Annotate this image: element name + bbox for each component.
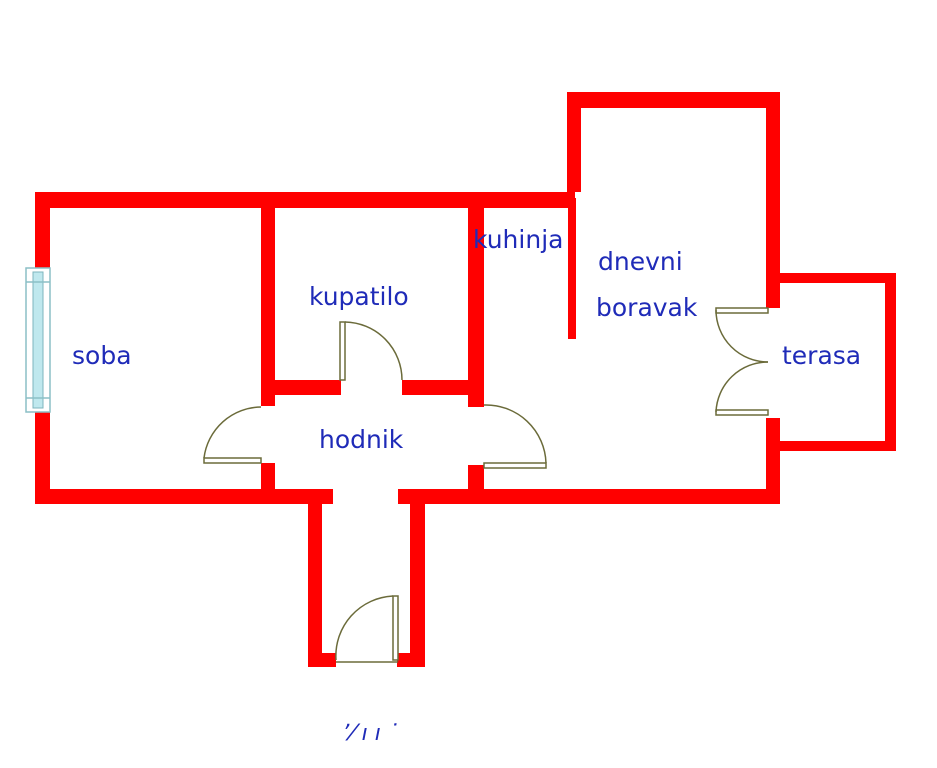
door-entrance bbox=[335, 595, 399, 663]
door-soba bbox=[203, 406, 262, 464]
wall-entry-right bbox=[410, 489, 425, 667]
wall-left-upper bbox=[35, 192, 50, 270]
label-kuhinja: kuhinja bbox=[473, 225, 563, 254]
door-kupatilo bbox=[339, 321, 403, 381]
walls bbox=[35, 92, 896, 667]
door-terrace-upper bbox=[715, 307, 769, 363]
wall-bottom-left bbox=[35, 489, 333, 504]
wall-living-top bbox=[567, 92, 780, 108]
window-soba bbox=[25, 267, 51, 413]
door-terrace-lower bbox=[715, 361, 769, 416]
wall-terrace-right bbox=[885, 273, 896, 451]
label-soba: soba bbox=[72, 341, 132, 370]
wall-soba-right-lower bbox=[261, 463, 275, 504]
label-hodnik: hodnik bbox=[319, 425, 404, 454]
wall-entry-left bbox=[308, 489, 322, 667]
wall-top-main bbox=[35, 192, 575, 208]
wall-left-lower bbox=[35, 400, 50, 504]
wall-terrace-top bbox=[766, 273, 896, 283]
label-kupatilo: kupatilo bbox=[309, 282, 409, 311]
wall-living-right-upper bbox=[766, 92, 780, 308]
entry-mark: ʼ⁄ ı ı ˙ bbox=[344, 721, 399, 746]
wall-kupatilo-bottom-left bbox=[261, 380, 341, 395]
wall-bottom-right bbox=[398, 489, 780, 504]
wall-kupatilo-right bbox=[468, 192, 484, 407]
label-dnevni: dnevni bbox=[598, 247, 683, 276]
wall-soba-right-upper bbox=[261, 192, 275, 406]
wall-kupatilo-bottom-right bbox=[402, 380, 484, 395]
wall-entry-right-post bbox=[397, 653, 425, 667]
label-boravak: boravak bbox=[596, 293, 698, 322]
wall-living-left-upper bbox=[567, 92, 581, 192]
wall-hodnik-right-lower bbox=[468, 465, 484, 504]
wall-terrace-bottom bbox=[766, 441, 896, 451]
wall-entry-left-post bbox=[308, 653, 336, 667]
label-terasa: terasa bbox=[782, 341, 861, 370]
wall-kitchen-partition bbox=[568, 198, 576, 339]
wall-living-right-lower bbox=[766, 418, 780, 504]
door-living bbox=[483, 404, 547, 469]
